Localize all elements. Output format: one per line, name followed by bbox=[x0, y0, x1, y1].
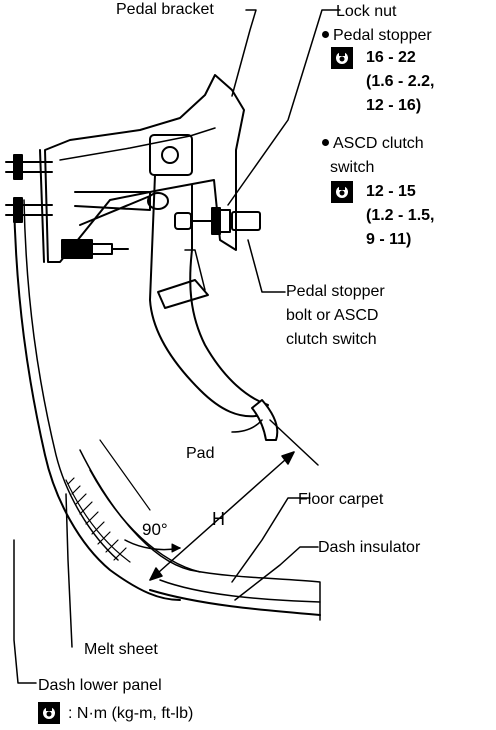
bullet-icon bbox=[322, 139, 329, 146]
floor-panel bbox=[149, 589, 321, 616]
pushrod-clevis bbox=[147, 192, 169, 210]
leader-lines bbox=[13, 9, 341, 684]
legend-units: : N·m (kg-m, ft-lb) bbox=[68, 705, 194, 722]
label-pad: Pad bbox=[186, 445, 215, 462]
label-lock-nut: Lock nut bbox=[336, 3, 397, 20]
label-angle: 90° bbox=[142, 520, 168, 539]
dash-lower-panel-outline bbox=[13, 199, 181, 601]
melt-sheet bbox=[65, 477, 131, 563]
ascd-torque-nm: 12 - 15 bbox=[366, 183, 416, 200]
label-floor-carpet: Floor carpet bbox=[298, 491, 384, 508]
ascd-torque-ftlb: 9 - 11) bbox=[366, 231, 412, 248]
ascd-switch-text: ASCD clutch bbox=[333, 135, 424, 152]
label-dash-lower-panel: Dash lower panel bbox=[38, 677, 162, 694]
pedal-pad bbox=[251, 399, 279, 441]
rod-line bbox=[79, 195, 151, 226]
label-pedal-bracket: Pedal bracket bbox=[116, 1, 214, 18]
label-stopper-bolt-3: clutch switch bbox=[286, 331, 377, 348]
pedal-lever bbox=[157, 279, 209, 309]
pedal-pivot bbox=[161, 146, 179, 164]
label-ascd-clutch: ASCD clutch bbox=[322, 134, 424, 153]
pedal-stopper-bolt bbox=[174, 207, 261, 235]
pedal-stopper-text: Pedal stopper bbox=[333, 27, 432, 44]
dash-insulator-layer bbox=[89, 469, 201, 573]
pedal-bracket bbox=[44, 74, 245, 263]
label-pedal-stopper: Pedal stopper bbox=[322, 26, 432, 45]
torque-wrench-icon bbox=[38, 702, 60, 724]
mount-studs bbox=[5, 154, 53, 223]
pedal-pivot-plate bbox=[149, 134, 193, 176]
pushrod bbox=[74, 191, 151, 211]
pedal-bracket-inner bbox=[59, 127, 216, 161]
dimension-h bbox=[149, 419, 319, 581]
bracket-switch bbox=[61, 239, 93, 259]
label-melt-sheet: Melt sheet bbox=[84, 641, 158, 658]
bullet-icon bbox=[322, 31, 329, 38]
label-stopper-bolt-1: Pedal stopper bbox=[286, 283, 385, 300]
pedal-stopper-torque-nm: 16 - 22 bbox=[366, 49, 416, 66]
bracket-edge bbox=[39, 149, 45, 263]
pedal-stopper-torque-kgm: (1.6 - 2.2, bbox=[366, 73, 435, 90]
label-height: H bbox=[212, 509, 225, 529]
ascd-torque-kgm: (1.2 - 1.5, bbox=[366, 207, 435, 224]
label-ascd-switch: switch bbox=[330, 159, 375, 176]
dash-panel-inner-line bbox=[23, 199, 119, 561]
torque-wrench-icon bbox=[331, 181, 353, 203]
label-dash-insulator: Dash insulator bbox=[318, 539, 421, 556]
pedal-stopper-torque-ftlb: 12 - 16) bbox=[366, 97, 422, 114]
label-stopper-bolt-2: bolt or ASCD bbox=[286, 307, 379, 324]
torque-wrench-icon bbox=[331, 47, 353, 69]
